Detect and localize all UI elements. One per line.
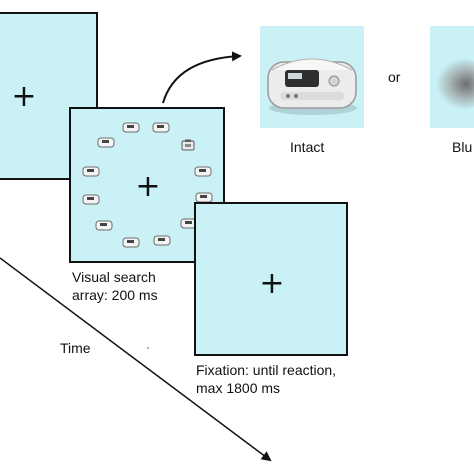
fixation-cross: + [259, 266, 285, 301]
intact-label: Intact [290, 139, 325, 155]
blurred-label: Blu [452, 139, 473, 155]
portable-cd-player-icon [194, 166, 212, 177]
stray-dot [147, 347, 149, 349]
curved-arrow [162, 51, 242, 104]
time-arrow [0, 257, 272, 462]
visual-search-caption: Visual search array: 200 ms [72, 268, 158, 304]
portable-cd-player-icon [82, 194, 100, 205]
portable-cd-player-icon [152, 122, 170, 133]
fixation-caption: Fixation: until reaction, max 1800 ms [196, 361, 336, 397]
intact-stimulus-thumbnail [260, 26, 364, 128]
portable-cd-player-icon [267, 58, 357, 115]
blurred-stimulus-thumbnail [430, 26, 474, 128]
blurred-device-icon [430, 58, 474, 110]
portable-cd-player-icon [153, 235, 171, 246]
portable-cd-player-icon [122, 122, 140, 133]
portable-cd-player-icon [97, 137, 115, 148]
portable-cd-player-icon [122, 237, 140, 248]
portable-cd-player-icon [82, 166, 100, 177]
device-icon [181, 139, 195, 151]
or-label: or [388, 69, 401, 85]
caption-line: array: 200 ms [72, 287, 158, 303]
caption-line: Visual search [72, 269, 156, 285]
portable-cd-player-icon [95, 220, 113, 231]
fixation-panel: + [194, 202, 348, 356]
caption-line: Fixation: until reaction, [196, 362, 337, 378]
time-axis-label: Time [60, 340, 91, 356]
fixation-cross: + [135, 169, 161, 204]
caption-line: max 1800 ms [196, 380, 281, 396]
fixation-cross: + [11, 79, 37, 114]
